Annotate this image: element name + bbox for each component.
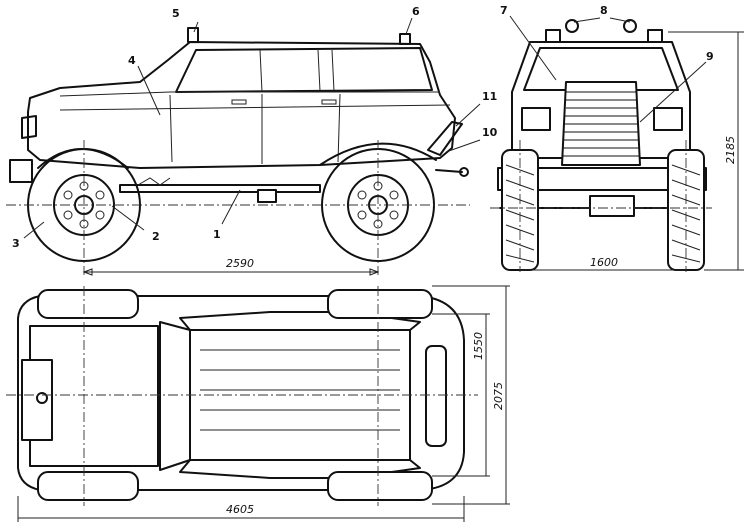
label-8: 8 (600, 4, 608, 17)
label-1: 1 (213, 228, 221, 241)
label-5: 5 (172, 7, 180, 20)
top-front-right-wheel (37, 471, 139, 501)
dim-body-width: 1550 (472, 332, 485, 360)
dim-wheelbase: 2590 (226, 257, 254, 270)
top-view: 4605 1550 2075 (6, 285, 510, 522)
dim-track: 1600 (590, 256, 618, 269)
dim-height: 2185 (724, 136, 737, 164)
top-rear-right-wheel (327, 471, 433, 501)
label-9: 9 (706, 50, 714, 63)
dim-length: 4605 (226, 503, 254, 516)
front-view: 1600 2185 7 8 9 (490, 4, 744, 272)
label-10: 10 (482, 126, 498, 139)
label-4: 4 (128, 54, 136, 67)
label-2: 2 (152, 230, 160, 243)
label-7: 7 (500, 4, 508, 17)
label-6: 6 (412, 5, 420, 18)
dim-width: 2075 (492, 382, 505, 410)
top-rear-left-wheel (327, 289, 433, 319)
label-11: 11 (482, 90, 497, 103)
label-3: 3 (12, 237, 20, 250)
top-front-left-wheel (37, 289, 139, 319)
side-view: 2590 5 4 6 2 3 1 11 10 (6, 5, 498, 276)
